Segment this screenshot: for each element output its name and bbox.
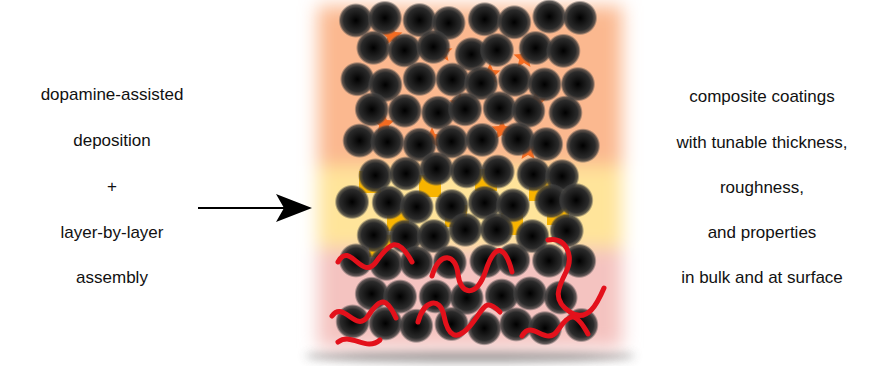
sphere	[549, 213, 584, 248]
sphere	[448, 212, 483, 247]
sphere	[546, 33, 581, 68]
sphere	[419, 151, 454, 186]
sphere	[354, 92, 389, 127]
sphere	[565, 128, 600, 163]
sphere	[532, 0, 567, 34]
sphere	[335, 184, 370, 219]
sphere	[465, 122, 500, 157]
sphere	[479, 212, 514, 247]
shadow	[305, 350, 635, 362]
caption-text: assembly	[76, 268, 148, 288]
sphere	[399, 308, 434, 343]
sphere	[513, 276, 548, 311]
layer-bands	[318, 6, 622, 348]
sphere	[480, 33, 515, 68]
chain	[332, 302, 396, 321]
sphere	[448, 92, 483, 127]
sphere	[367, 1, 402, 36]
caption-text: roughness,	[720, 178, 804, 198]
sphere	[356, 30, 391, 65]
chain	[338, 339, 380, 344]
sphere	[467, 2, 502, 37]
polymer-chains	[332, 239, 604, 343]
sphere	[532, 243, 567, 278]
sphere	[416, 29, 451, 64]
arrow-shaft	[198, 207, 290, 209]
sphere	[529, 127, 564, 162]
sphere	[370, 125, 405, 160]
chain	[522, 317, 588, 336]
caption-text: layer-by-layer	[61, 223, 164, 243]
process-arrow	[198, 194, 312, 222]
caption-text: composite coatings	[689, 87, 835, 107]
caption-text: deposition	[73, 131, 151, 151]
sphere	[467, 311, 502, 346]
sphere	[402, 61, 437, 96]
caption-text: +	[107, 177, 117, 197]
caption-text: dopamine-assisted	[41, 85, 184, 105]
sphere	[563, 0, 598, 35]
chain	[432, 251, 512, 291]
sphere	[480, 154, 515, 189]
caption-text: with tunable thickness,	[676, 133, 847, 153]
chain	[338, 245, 412, 268]
sphere	[387, 93, 422, 128]
sphere	[548, 95, 583, 130]
sphere	[559, 183, 594, 218]
chain	[418, 303, 500, 335]
caption-text: in bulk and at surface	[681, 268, 843, 288]
chain	[548, 239, 604, 315]
sphere	[449, 154, 484, 189]
caption-text: and properties	[708, 223, 817, 243]
arrow-head	[276, 194, 312, 222]
